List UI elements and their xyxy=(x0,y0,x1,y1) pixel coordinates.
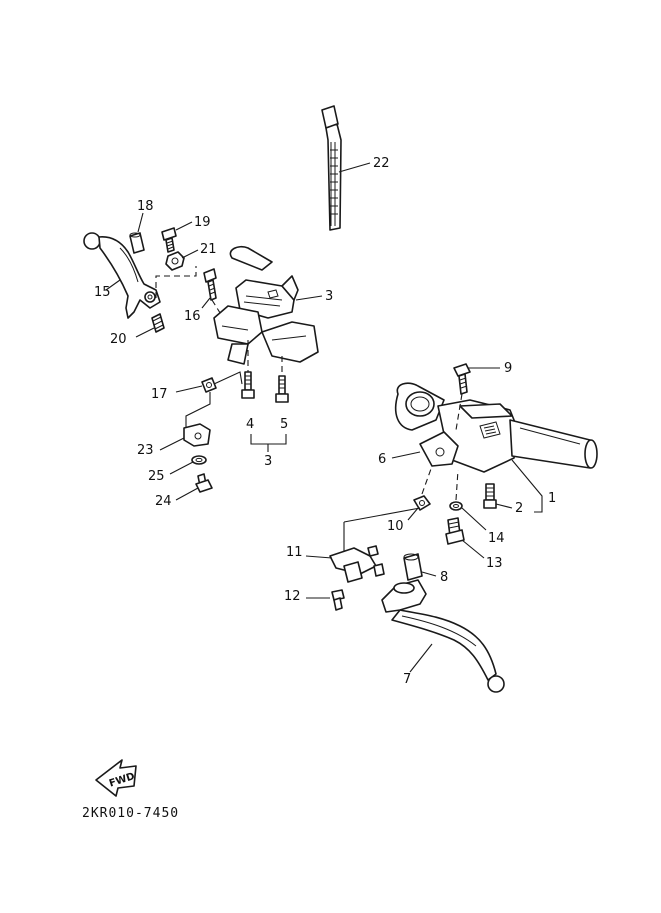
callout-21: 21 xyxy=(200,242,217,257)
callout-19: 19 xyxy=(194,215,211,230)
callout-9: 9 xyxy=(504,361,512,376)
brake-switch-part[interactable] xyxy=(329,545,385,583)
nut-17-part[interactable] xyxy=(201,377,217,393)
callout-2: 2 xyxy=(515,501,523,516)
clamp-bolt-part[interactable] xyxy=(483,483,497,509)
adjuster-screw-part[interactable] xyxy=(151,313,165,333)
housing-screw-5[interactable] xyxy=(275,375,289,403)
screw-24-part[interactable] xyxy=(195,473,213,493)
callout-20: 20 xyxy=(110,332,127,347)
master-cylinder-part[interactable] xyxy=(394,382,598,473)
washer-14-part[interactable] xyxy=(449,501,463,511)
left-switch-housing-part[interactable] xyxy=(213,245,319,365)
callout-18: 18 xyxy=(137,199,154,214)
callout-5: 5 xyxy=(280,417,288,432)
callout-4: 4 xyxy=(246,417,254,432)
brake-lever-part[interactable] xyxy=(381,579,505,693)
callout-22: 22 xyxy=(373,156,390,171)
callout-8: 8 xyxy=(440,570,448,585)
callout-7: 7 xyxy=(403,672,411,687)
callout-11: 11 xyxy=(286,545,303,560)
callout-14: 14 xyxy=(488,531,505,546)
screw-part[interactable] xyxy=(203,268,217,301)
clutch-lever-part[interactable] xyxy=(83,232,161,319)
pivot-bolt-part[interactable] xyxy=(161,227,177,253)
callout-17: 17 xyxy=(151,387,168,402)
housing-screw-4[interactable] xyxy=(241,371,255,399)
callout-10: 10 xyxy=(387,519,404,534)
callout-24: 24 xyxy=(155,494,172,509)
lever-pivot-bolt-part[interactable] xyxy=(445,517,465,545)
diagram-code: 2KR010-7450 xyxy=(82,806,179,821)
cable-band-part[interactable] xyxy=(321,105,342,231)
forward-direction-icon: FWD xyxy=(95,759,137,797)
callout-12: 12 xyxy=(284,589,301,604)
callout-15: 15 xyxy=(94,285,111,300)
callout-1: 1 xyxy=(548,491,556,506)
bracket-part[interactable] xyxy=(183,423,211,447)
nut-part[interactable] xyxy=(165,251,185,271)
callout-6: 6 xyxy=(378,452,386,467)
callout-3: 3 xyxy=(325,289,333,304)
callout-3b: 3 xyxy=(264,454,272,469)
switch-screw-part[interactable] xyxy=(331,589,345,611)
callout-23: 23 xyxy=(137,443,154,458)
reservoir-screw-part[interactable] xyxy=(453,363,471,395)
nut-10-part[interactable] xyxy=(413,495,431,511)
callout-25: 25 xyxy=(148,469,165,484)
washer-part[interactable] xyxy=(191,455,207,465)
lever-collar-part[interactable] xyxy=(403,553,423,581)
collar-part[interactable] xyxy=(129,232,145,254)
callout-16: 16 xyxy=(184,309,201,324)
callout-13: 13 xyxy=(486,556,503,571)
